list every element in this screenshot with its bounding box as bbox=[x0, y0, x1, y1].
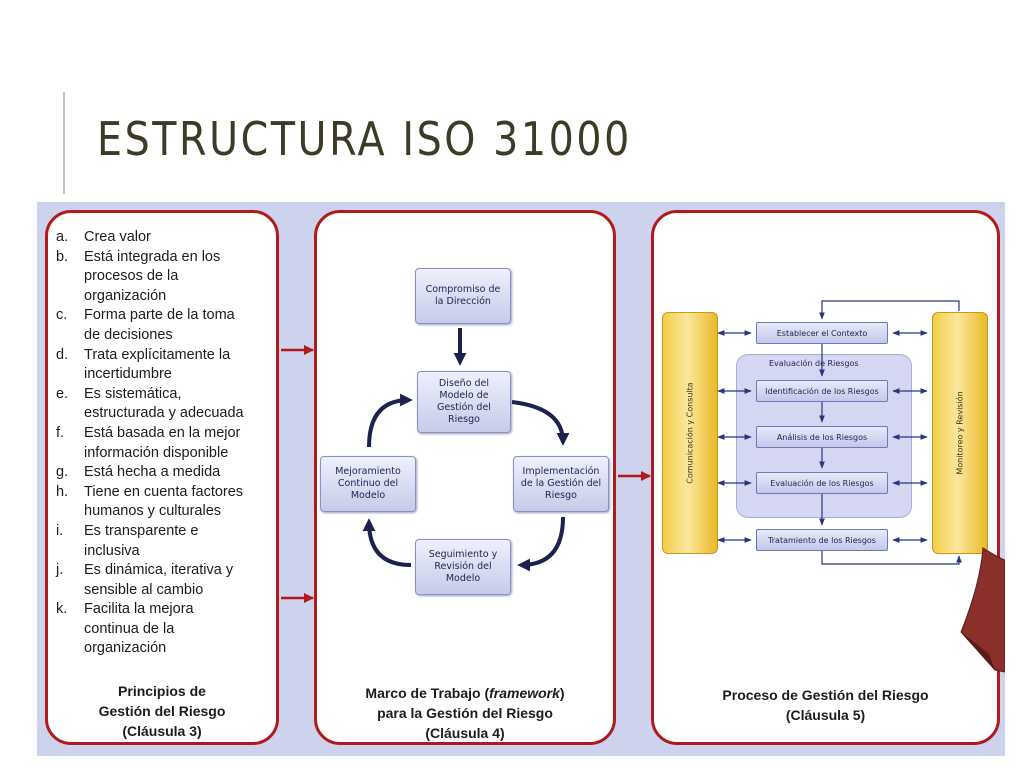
principle-text-line: Trata explícitamente la bbox=[84, 346, 231, 363]
principle-text-line: Facilita la mejora bbox=[84, 601, 194, 618]
principle-item: k. Facilita la mejora continua de la organi… bbox=[56, 600, 278, 659]
principle-marker: e. bbox=[56, 385, 69, 402]
principle-text-line: Es sistemática, bbox=[84, 385, 182, 402]
framework-caption-line3: (Cláusula 4) bbox=[425, 725, 505, 741]
principles-caption-line1: Principios de bbox=[118, 683, 206, 699]
principles-caption-line3: (Cláusula 3) bbox=[122, 723, 202, 739]
principle-item: c. Forma parte de la toma de decisiones bbox=[56, 306, 278, 345]
arrows-overlay bbox=[281, 300, 1005, 673]
principle-item: h. Tiene en cuenta factores humanos y cult… bbox=[56, 483, 278, 522]
principle-marker: g. bbox=[56, 464, 69, 481]
principle-item: g. Está hecha a medida bbox=[56, 463, 278, 483]
principle-text-line: Tiene en cuenta factores bbox=[84, 483, 244, 500]
principle-text-line: Forma parte de la toma bbox=[84, 307, 235, 324]
box-identificacion: Identificación de los Riesgos bbox=[756, 380, 888, 402]
decorative-ribbon-fold bbox=[961, 632, 995, 670]
process-caption: Proceso de Gestión del Riesgo (Cláusula … bbox=[654, 685, 997, 725]
slide-title: ESTRUCTURA ISO 31000 bbox=[97, 112, 632, 166]
principle-text-line: Está hecha a medida bbox=[84, 464, 221, 481]
framework-caption-line2: para la Gestión del Riesgo bbox=[377, 705, 553, 721]
principle-text-line: procesos de la bbox=[84, 268, 179, 285]
arrow-tratamiento-to-monitoreo bbox=[821, 551, 962, 565]
principle-text-line: Es dinámica, iterativa y bbox=[84, 562, 234, 579]
principle-text-line: Está integrada en los bbox=[84, 248, 221, 265]
comunicacion-consulta-bar bbox=[662, 312, 718, 554]
principle-text-line: continua de la bbox=[84, 620, 175, 637]
principles-caption-line2: Gestión del Riesgo bbox=[98, 703, 226, 719]
principle-item: a. Crea valor bbox=[56, 228, 278, 248]
principle-marker: b. bbox=[56, 248, 69, 265]
principle-text-line: inclusiva bbox=[84, 542, 140, 559]
principle-text-line: Crea valor bbox=[84, 229, 151, 245]
arrow-implementacion-to-seguimiento bbox=[517, 516, 565, 572]
principles-caption: Principios de Gestión del Riesgo (Cláusu… bbox=[48, 681, 276, 741]
principle-marker: a. bbox=[56, 229, 69, 245]
principle-text-line: estructurada y adecuada bbox=[84, 405, 244, 422]
principle-text-line: organización bbox=[84, 287, 167, 304]
principle-marker: d. bbox=[56, 346, 69, 363]
principle-item: d. Trata explícitamente la incertidumbre bbox=[56, 346, 278, 385]
principle-item: i. Es transparente e inclusiva bbox=[56, 522, 278, 561]
principle-item: b. Está integrada en los procesos de la org… bbox=[56, 248, 278, 307]
principle-marker: k. bbox=[56, 601, 68, 618]
principles-panel: a. Crea valor b. Está integrada en los proce… bbox=[45, 210, 279, 745]
principle-item: f. Está basada en la mejor información dis… bbox=[56, 424, 278, 463]
principle-marker: i. bbox=[56, 522, 64, 539]
iso-31000-figure: a. Crea valor b. Está integrada en los proce… bbox=[37, 202, 1005, 756]
principle-marker: f. bbox=[56, 424, 65, 441]
framework-caption-line1: Marco de Trabajo (framework) bbox=[365, 685, 565, 701]
principle-text-line: organización bbox=[84, 640, 167, 657]
box-evaluacion: Evaluación de los Riesgos bbox=[756, 472, 888, 494]
principle-text-line: sensible al cambio bbox=[84, 581, 204, 598]
box-analisis: Análisis de los Riesgos bbox=[756, 426, 888, 448]
box-tratamiento: Tratamiento de los Riesgos bbox=[756, 529, 888, 551]
arrow-mejoramiento-to-diseno bbox=[367, 393, 413, 448]
principle-item: j. Es dinámica, iterativa y sensible al ca… bbox=[56, 561, 278, 600]
process-caption-line2: (Cláusula 5) bbox=[785, 707, 866, 723]
principle-text-line: información disponible bbox=[84, 444, 229, 461]
principle-item: e. Es sistemática, estructurada y adecuada bbox=[56, 385, 278, 424]
principle-text-line: humanos y culturales bbox=[84, 503, 222, 520]
title-accent-line bbox=[63, 92, 65, 194]
monitoreo-revision-bar bbox=[932, 312, 988, 554]
principle-text-line: Es transparente e bbox=[84, 522, 199, 539]
principle-marker: h. bbox=[56, 483, 69, 500]
principle-text-line: incertidumbre bbox=[84, 366, 172, 383]
arrow-diseno-to-implementacion bbox=[511, 400, 570, 446]
evaluacion-riesgos-label: Evaluación de Riesgos bbox=[769, 359, 859, 368]
principle-marker: c. bbox=[56, 307, 68, 324]
arrow-monitoreo-to-contexto bbox=[819, 300, 960, 320]
principle-text-line: de decisiones bbox=[84, 326, 173, 343]
process-caption-line1: Proceso de Gestión del Riesgo bbox=[722, 687, 929, 703]
principle-text-line: Está basada en la mejor bbox=[84, 424, 241, 441]
arrow-seguimiento-to-mejoramiento bbox=[362, 518, 412, 567]
box-establecer-contexto: Establecer el Contexto bbox=[756, 322, 888, 344]
principle-marker: j. bbox=[56, 562, 64, 579]
framework-caption: Marco de Trabajo (framework) para la Ges… bbox=[317, 683, 613, 743]
principles-list: a. Crea valor b. Está integrada en los proce… bbox=[56, 228, 278, 659]
process-panel: Comunicación y Consulta Monitoreo y Revi… bbox=[651, 210, 1000, 745]
